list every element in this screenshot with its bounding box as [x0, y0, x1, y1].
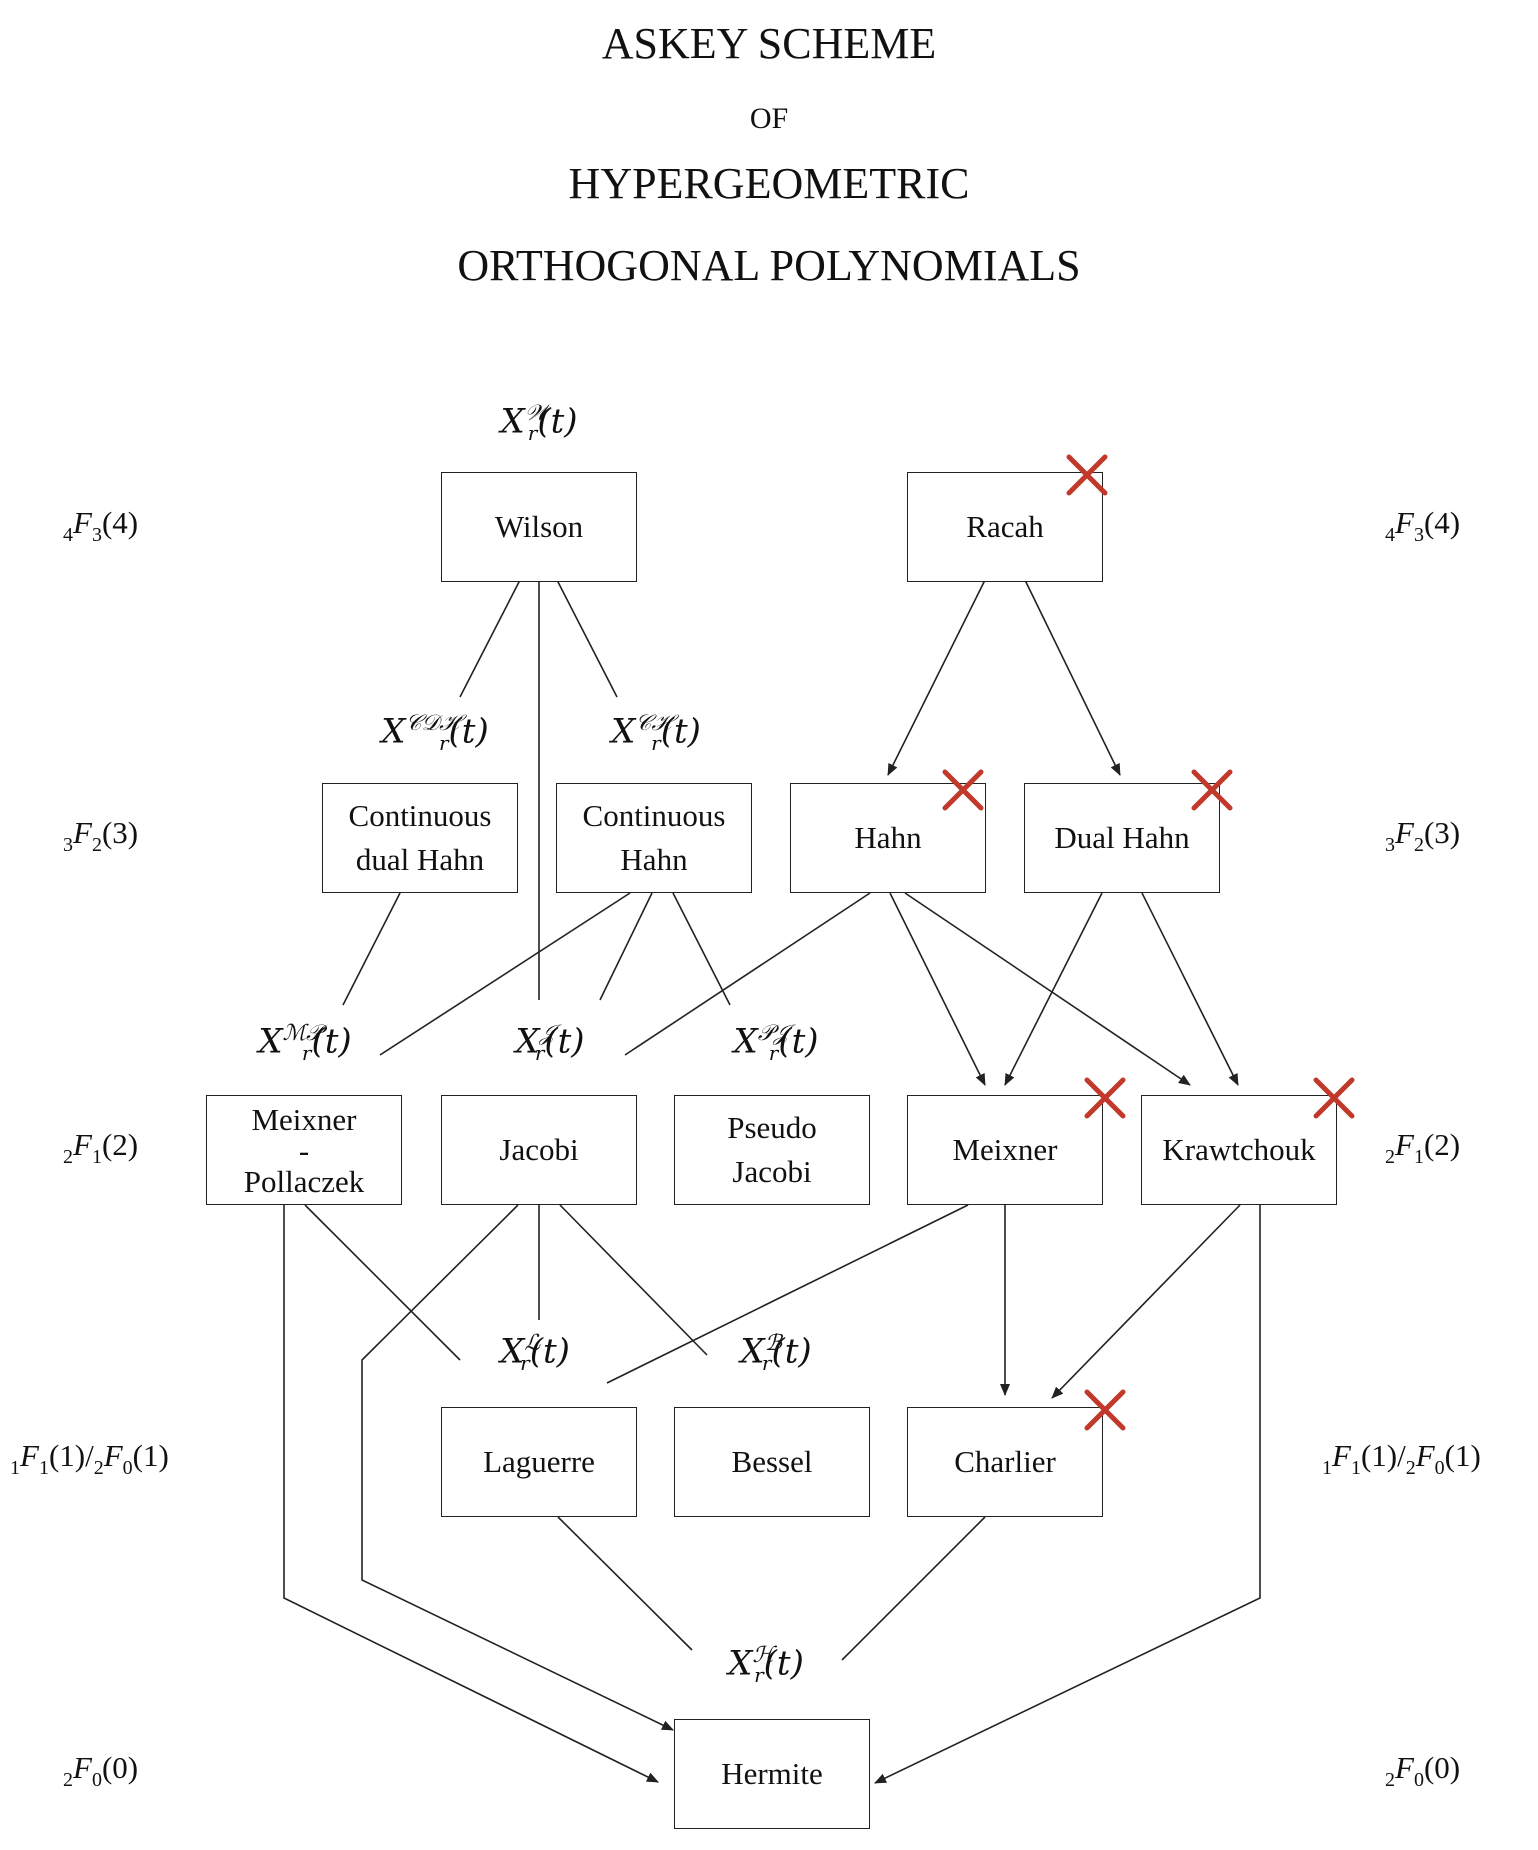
xlabel-pseudo-jacobi: X𝒫𝒥r(t) — [733, 1020, 819, 1066]
level-label-right-4f3: 4F3(4) — [1385, 505, 1461, 546]
node-continuous-dual-hahn: Continuous dual Hahn — [322, 783, 518, 893]
title-line-2: OF — [749, 102, 789, 135]
edge-racah-dualhahn — [1024, 579, 1121, 776]
node-charlier: Charlier — [907, 1407, 1103, 1517]
cross-icon-meixner — [1084, 1077, 1126, 1119]
level-label-left-2f0: 2F0(0) — [63, 1750, 139, 1791]
edge-dualhahn-kraw — [1141, 892, 1239, 1086]
edge-hahn-jacobi — [624, 892, 871, 1056]
node-dual-hahn: Dual Hahn — [1024, 783, 1220, 893]
level-label-left-2f1: 2F1(2) — [63, 1127, 139, 1168]
cross-icon-krawtchouk — [1313, 1077, 1355, 1119]
xlabel-hermite: Xℋr(t) — [728, 1642, 804, 1688]
edge-hahn-kraw — [904, 892, 1191, 1086]
cross-icon-charlier — [1084, 1389, 1126, 1431]
cross-icon-racah — [1066, 454, 1108, 496]
xlabel-meixner-pollaczek: Xℳ𝒫r(t) — [258, 1020, 352, 1066]
edge-wilson-ch — [556, 579, 618, 698]
edge-ch-jacobi — [599, 892, 653, 1001]
level-label-right-2f1: 2F1(2) — [1385, 1127, 1461, 1168]
level-label-right-2f0: 2F0(0) — [1385, 1750, 1461, 1791]
edge-racah-hahn — [887, 579, 986, 776]
edge-hahn-meixner — [889, 892, 986, 1086]
edge-wilson-cdh — [459, 579, 521, 698]
edge-meixner-laguerre — [606, 1204, 969, 1384]
edge-ch-pj — [672, 892, 731, 1006]
node-wilson: Wilson — [441, 472, 637, 582]
node-pseudo-jacobi: Pseudo Jacobi — [674, 1095, 870, 1205]
xlabel-laguerre: Xℒr(t) — [500, 1330, 570, 1376]
edge-ch-mp — [379, 892, 631, 1056]
edge-laguerre-xh — [557, 1516, 693, 1651]
node-meixner-pollaczek: Meixner - Pollaczek — [206, 1095, 402, 1205]
node-krawtchouk: Krawtchouk — [1141, 1095, 1337, 1205]
xlabel-jacobi: X𝒥r(t) — [515, 1020, 585, 1066]
level-label-left-4f3: 4F3(4) — [63, 505, 139, 546]
edge-cdh-mp — [342, 892, 401, 1006]
node-meixner: Meixner — [907, 1095, 1103, 1205]
xlabel-wilson: X𝒲r(t) — [500, 400, 578, 446]
edge-charlier-xh — [841, 1516, 986, 1661]
level-label-left-1f1-2f0: 1F1(1)/2F0(1) — [10, 1438, 169, 1479]
node-laguerre: Laguerre — [441, 1407, 637, 1517]
cross-icon-hahn — [942, 769, 984, 811]
node-continuous-hahn: Continuous Hahn — [556, 783, 752, 893]
xlabel-bessel: Xℬr(t) — [740, 1330, 812, 1376]
level-label-left-3f2: 3F2(3) — [63, 815, 139, 856]
edge-mp-hermite — [283, 1205, 659, 1783]
edge-jacobi-bessel — [559, 1204, 708, 1356]
edge-jacobi-hermite — [361, 1204, 674, 1731]
title-line-4: ORTHOGONAL POLYNOMIALS — [457, 241, 1081, 290]
node-jacobi: Jacobi — [441, 1095, 637, 1205]
xlabel-continuous-dual-hahn: X𝒞𝒟ℋr(t) — [381, 710, 489, 756]
edge-dualhahn-meixner — [1004, 892, 1103, 1086]
node-bessel: Bessel — [674, 1407, 870, 1517]
title-line-3: HYPERGEOMETRIC — [568, 159, 970, 208]
edge-kraw-hermite — [874, 1205, 1261, 1784]
node-hermite: Hermite — [674, 1719, 870, 1829]
edge-kraw-charlier — [1051, 1204, 1241, 1399]
edge-mp-laguerre — [304, 1204, 461, 1361]
level-label-right-1f1-2f0: 1F1(1)/2F0(1) — [1322, 1438, 1481, 1479]
title-line-1: ASKEY SCHEME — [601, 19, 937, 68]
cross-icon-dual-hahn — [1191, 769, 1233, 811]
xlabel-continuous-hahn: X𝒞ℋr(t) — [611, 710, 701, 756]
level-label-right-3f2: 3F2(3) — [1385, 815, 1461, 856]
